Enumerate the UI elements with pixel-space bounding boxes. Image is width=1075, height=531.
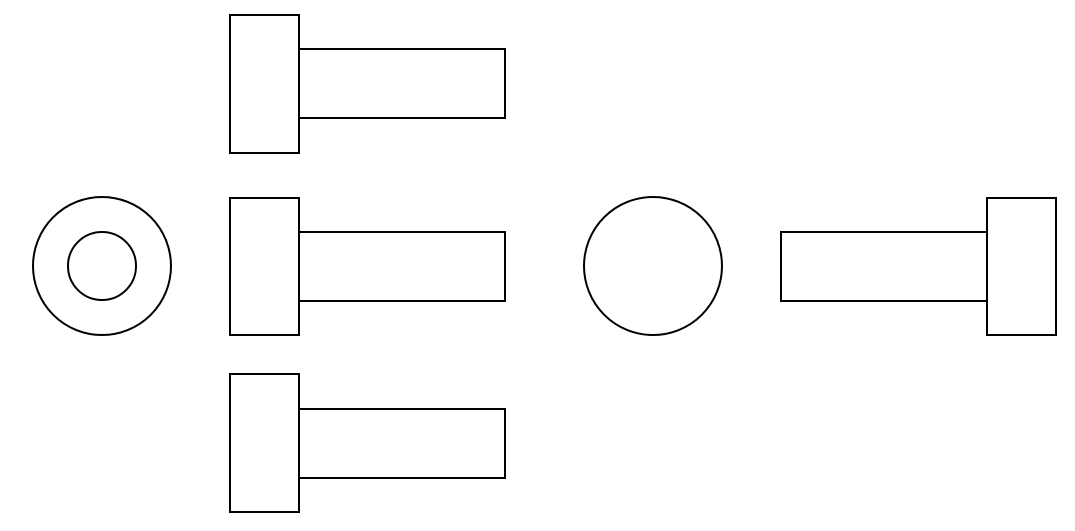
screw-shank [298, 48, 506, 119]
shank-outline [67, 231, 137, 301]
end-view-right [583, 196, 723, 336]
head-outline [32, 196, 172, 336]
screw-shank [298, 408, 506, 479]
screw-head [229, 197, 300, 336]
screw-head [229, 14, 300, 154]
screw-shank [298, 231, 506, 302]
front-view [229, 197, 506, 336]
bottom-view [229, 373, 506, 513]
rear-view [780, 197, 1057, 336]
end-view-left [32, 196, 172, 336]
screw-head [986, 197, 1057, 336]
head-outline [583, 196, 723, 336]
top-view [229, 14, 506, 154]
screw-shank [780, 231, 988, 302]
screw-head [229, 373, 300, 513]
